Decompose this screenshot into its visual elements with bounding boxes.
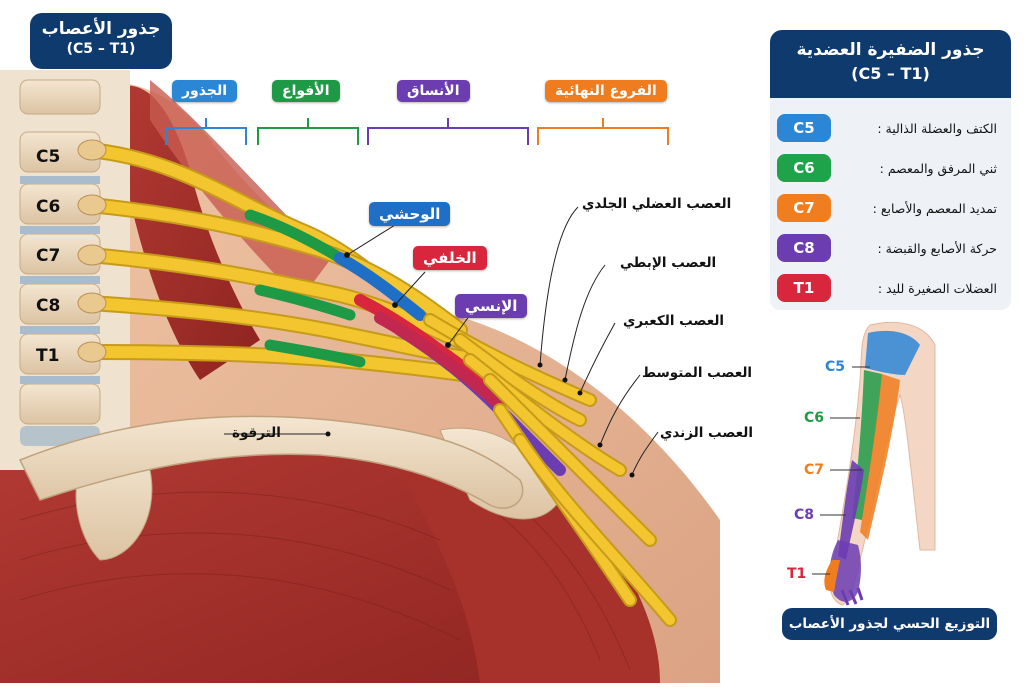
legend-badge-c7: C7 xyxy=(777,194,831,222)
dermatome-label-c8: C8 xyxy=(794,507,815,523)
dermatome-label-c5: C5 xyxy=(825,359,846,375)
legend-badge-c5: C5 xyxy=(777,114,831,142)
section-cords-pill: الأنساق xyxy=(397,80,470,102)
clavicle-label: الترقوة xyxy=(232,425,281,441)
median-nerve-label: العصب المتوسط xyxy=(642,365,753,381)
terminal-branches xyxy=(423,313,677,627)
legend-text-t1: العضلات الصغيرة لليد : xyxy=(877,280,997,296)
posterior-cord-label: الخلفي xyxy=(413,246,487,270)
deltoid-muscle xyxy=(380,438,660,683)
legend-row-t1: T1 العضلات الصغيرة لليد : xyxy=(777,272,997,304)
nerve-trunks xyxy=(244,209,366,368)
legend-row-c8: C8 حركة الأصابع والقبضة : xyxy=(777,232,997,264)
roots-title-box: جذور الأعصاب (C5 – T1) xyxy=(30,13,172,69)
dermatome-arm xyxy=(824,321,936,606)
vertebra-label-c8: C8 xyxy=(36,296,61,316)
section-trunks-pill: الأفواع xyxy=(272,80,340,102)
legend-badge-c8: C8 xyxy=(777,234,831,262)
roots-title: جذور الأعصاب xyxy=(41,19,161,39)
legend-row-c7: C7 تمديد المعصم والأصابع : xyxy=(777,192,997,224)
vertebra-label-c7: C7 xyxy=(36,246,61,266)
root-ganglia xyxy=(77,139,107,363)
clavicle xyxy=(18,415,524,509)
musculocutaneous-nerve-label: العصب العضلي الجلدي xyxy=(582,196,732,212)
roots-range: (C5 – T1) xyxy=(66,41,136,57)
dermatome-label-t1: T1 xyxy=(787,566,807,582)
legend-badge-t1: T1 xyxy=(777,274,831,302)
dermatome-label-c6: C6 xyxy=(804,410,825,426)
legend-title-box: جذور الضفيرة العضدية (C5 – T1) xyxy=(770,30,1011,98)
vertebra-label-t1: T1 xyxy=(36,346,60,366)
terminal-leaders xyxy=(224,206,659,476)
legend-title: جذور الضفيرة العضدية xyxy=(796,40,985,60)
dermatome-label-c7: C7 xyxy=(804,462,825,478)
ulnar-nerve-label: العصب الزندي xyxy=(660,425,753,441)
vertebra-label-c5: C5 xyxy=(36,147,61,167)
legend-badge-c6: C6 xyxy=(777,154,831,182)
legend-text-c6: ثني المرفق والمعصم : xyxy=(879,160,997,176)
vertebra-label-c6: C6 xyxy=(36,197,61,217)
legend-text-c7: تمديد المعصم والأصابع : xyxy=(872,200,997,216)
dermatome-caption: التوزيع الحسي لجذور الأعصاب xyxy=(782,608,997,640)
lateral-cord-label: الوحشي xyxy=(369,202,451,226)
legend-text-c5: الكتف والعضلة الذالية : xyxy=(877,120,997,136)
section-brackets xyxy=(165,118,669,145)
axillary-nerve-label: العصب الإبطي xyxy=(620,255,717,271)
legend-range: (C5 – T1) xyxy=(851,64,930,83)
legend-text-c8: حركة الأصابع والقبضة : xyxy=(877,240,997,256)
section-roots-pill: الجذور xyxy=(172,80,237,102)
dermatome-leaders xyxy=(812,366,870,575)
legend-panel: C5 الكتف والعضلة الذالية : C6 ثني المرفق… xyxy=(770,98,1011,310)
medial-cord-label: الإنسي xyxy=(455,294,528,318)
radial-nerve-label: العصب الكعبري xyxy=(623,313,725,329)
legend-row-c5: C5 الكتف والعضلة الذالية : xyxy=(777,112,997,144)
terminal-leader-dots xyxy=(325,362,635,478)
cord-leaders xyxy=(344,224,471,348)
vertebrae xyxy=(19,79,101,446)
legend-row-c6: C6 ثني المرفق والمعصم : xyxy=(777,152,997,184)
section-terminal-pill: الفروع النهائية xyxy=(545,80,667,102)
